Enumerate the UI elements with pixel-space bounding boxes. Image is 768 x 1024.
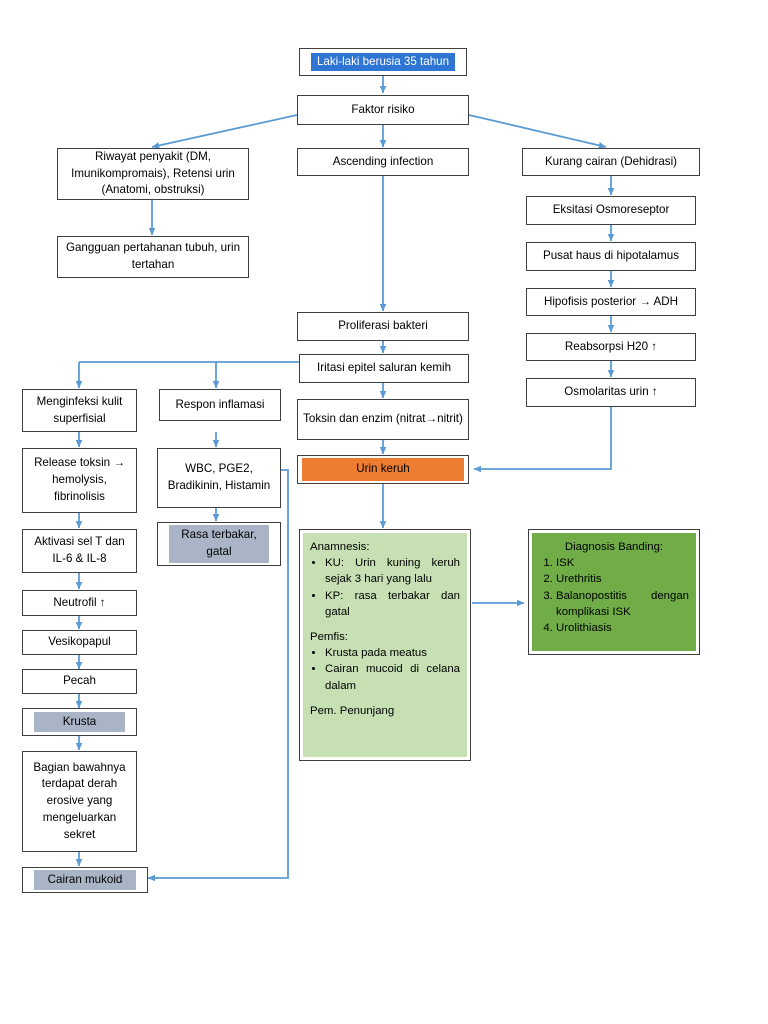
node-riwayat-penyakit-label: Riwayat penyakit (DM, Imunikompromais), …	[71, 149, 235, 197]
node-ascending-infection-label: Ascending infection	[332, 154, 434, 168]
diagnosis-banding-heading: Diagnosis Banding:	[564, 541, 664, 553]
list-item: Urethritis	[556, 571, 689, 587]
node-rasa-terbakar[interactable]: Rasa terbakar, gatal	[157, 522, 281, 566]
node-eksitasi-osmoreseptor-label: Eksitasi Osmoreseptor	[552, 203, 670, 217]
list-item: Krusta pada meatus	[325, 645, 460, 661]
node-proliferasi-bakteri[interactable]: Proliferasi bakteri	[297, 312, 469, 341]
list-item: KU: Urin kuning keruh sejak 3 hari yang …	[325, 555, 460, 587]
pemfis-heading: Pemfis:	[310, 630, 348, 643]
patient-highlight: Laki-laki berusia 35 tahun	[310, 52, 456, 72]
panel-diagnosis-banding[interactable]: Diagnosis Banding: ISK Urethritis Balano…	[528, 529, 700, 655]
node-aktivasi-sel-t[interactable]: Aktivasi sel T dan IL-6 & IL-8	[22, 529, 137, 573]
list-item: Cairan mucoid di celana dalam	[325, 661, 460, 693]
node-gangguan-pertahanan[interactable]: Gangguan pertahanan tubuh, urin tertahan	[57, 236, 249, 278]
node-vesikopapul[interactable]: Vesikopapul	[22, 630, 137, 655]
node-pecah-label: Pecah	[63, 674, 96, 688]
node-gangguan-pertahanan-label: Gangguan pertahanan tubuh, urin tertahan	[65, 241, 241, 271]
node-aktivasi-sel-t-label: Aktivasi sel T dan IL-6 & IL-8	[34, 535, 125, 565]
rasa-terbakar-highlight: Rasa terbakar, gatal	[169, 525, 269, 563]
anamnesis-list: KU: Urin kuning keruh sejak 3 hari yang …	[310, 555, 460, 620]
list-item: KP: rasa terbakar dan gatal	[325, 588, 460, 620]
node-mediator-inflamasi-label: WBC, PGE2, Bradikinin, Histamin	[167, 462, 271, 492]
node-iritasi-epitel-label: Iritasi epitel saluran kemih	[316, 361, 452, 375]
node-proliferasi-bakteri-label: Proliferasi bakteri	[338, 319, 428, 333]
node-pusat-haus-label: Pusat haus di hipotalamus	[543, 249, 679, 263]
node-iritasi-epitel[interactable]: Iritasi epitel saluran kemih	[299, 354, 469, 383]
krusta-highlight: Krusta	[34, 711, 125, 733]
node-release-toksin[interactable]: Release toksin → hemolysis, fibrinolisis	[22, 448, 137, 513]
node-faktor-risiko-label: Faktor risiko	[351, 102, 415, 116]
node-vesikopapul-label: Vesikopapul	[48, 635, 111, 649]
node-hipofisis-posterior[interactable]: Hipofisis posterior → ADH	[526, 288, 696, 316]
pemfis-spacer	[310, 694, 460, 703]
node-reabsorpsi-h2o[interactable]: Reabsorpsi H20 ↑	[526, 333, 696, 361]
node-patient[interactable]: Laki-laki berusia 35 tahun	[299, 48, 467, 76]
node-urin-keruh[interactable]: Urin keruh	[297, 455, 469, 484]
anamnesis-spacer	[310, 620, 460, 629]
pemfis-list: Krusta pada meatus Cairan mucoid di cela…	[310, 645, 460, 694]
node-neutrofil-label: Neutrofil ↑	[53, 595, 106, 609]
node-menginfeksi-kulit-label: Menginfeksi kulit superfisial	[36, 394, 123, 425]
list-item: ISK	[556, 555, 689, 571]
node-cairan-mukoid[interactable]: Cairan mukoid	[22, 867, 148, 893]
node-toksin-enzim[interactable]: Toksin dan enzim (nitrat→nitrit)	[297, 399, 469, 440]
node-bagian-bawah-erosi-label: Bagian bawahnya terdapat derah erosive y…	[33, 760, 126, 841]
node-krusta[interactable]: Krusta	[22, 708, 137, 736]
node-neutrofil[interactable]: Neutrofil ↑	[22, 590, 137, 616]
node-faktor-risiko[interactable]: Faktor risiko	[297, 95, 469, 125]
panel-anamnesis[interactable]: Anamnesis: KU: Urin kuning keruh sejak 3…	[299, 529, 471, 761]
node-bagian-bawah-erosi[interactable]: Bagian bawahnya terdapat derah erosive y…	[22, 751, 137, 852]
list-item: Balanopostitis dengan komplikasi ISK	[556, 588, 689, 620]
node-pusat-haus[interactable]: Pusat haus di hipotalamus	[526, 242, 696, 271]
node-osmolaritas-urin-label: Osmolaritas urin ↑	[564, 385, 658, 399]
cairan-mukoid-highlight: Cairan mukoid	[34, 869, 136, 891]
diagnosis-banding-list: ISK Urethritis Balanopostitis dengan kom…	[539, 555, 689, 636]
node-menginfeksi-kulit[interactable]: Menginfeksi kulit superfisial	[22, 389, 137, 432]
urin-keruh-highlight: Urin keruh	[302, 458, 464, 481]
node-eksitasi-osmoreseptor[interactable]: Eksitasi Osmoreseptor	[526, 196, 696, 225]
node-pecah[interactable]: Pecah	[22, 669, 137, 694]
node-osmolaritas-urin[interactable]: Osmolaritas urin ↑	[526, 378, 696, 407]
node-kurang-cairan-label: Kurang cairan (Dehidrasi)	[544, 154, 678, 168]
anamnesis-heading: Anamnesis:	[310, 541, 370, 553]
node-ascending-infection[interactable]: Ascending infection	[297, 148, 469, 176]
node-toksin-enzim-label: Toksin dan enzim (nitrat→nitrit)	[303, 412, 463, 426]
node-reabsorpsi-h2o-label: Reabsorpsi H20 ↑	[564, 339, 658, 353]
node-release-toksin-label: Release toksin → hemolysis, fibrinolisis	[34, 456, 125, 503]
pem-penunjang-label: Pem. Penunjang	[310, 704, 395, 717]
node-riwayat-penyakit[interactable]: Riwayat penyakit (DM, Imunikompromais), …	[57, 148, 249, 200]
node-hipofisis-posterior-label: Hipofisis posterior → ADH	[543, 294, 678, 308]
node-kurang-cairan[interactable]: Kurang cairan (Dehidrasi)	[522, 148, 700, 176]
node-respon-inflamasi[interactable]: Respon inflamasi	[159, 389, 281, 421]
node-mediator-inflamasi[interactable]: WBC, PGE2, Bradikinin, Histamin	[157, 448, 281, 508]
list-item: Urolithiasis	[556, 620, 689, 636]
node-respon-inflamasi-label: Respon inflamasi	[175, 397, 265, 411]
